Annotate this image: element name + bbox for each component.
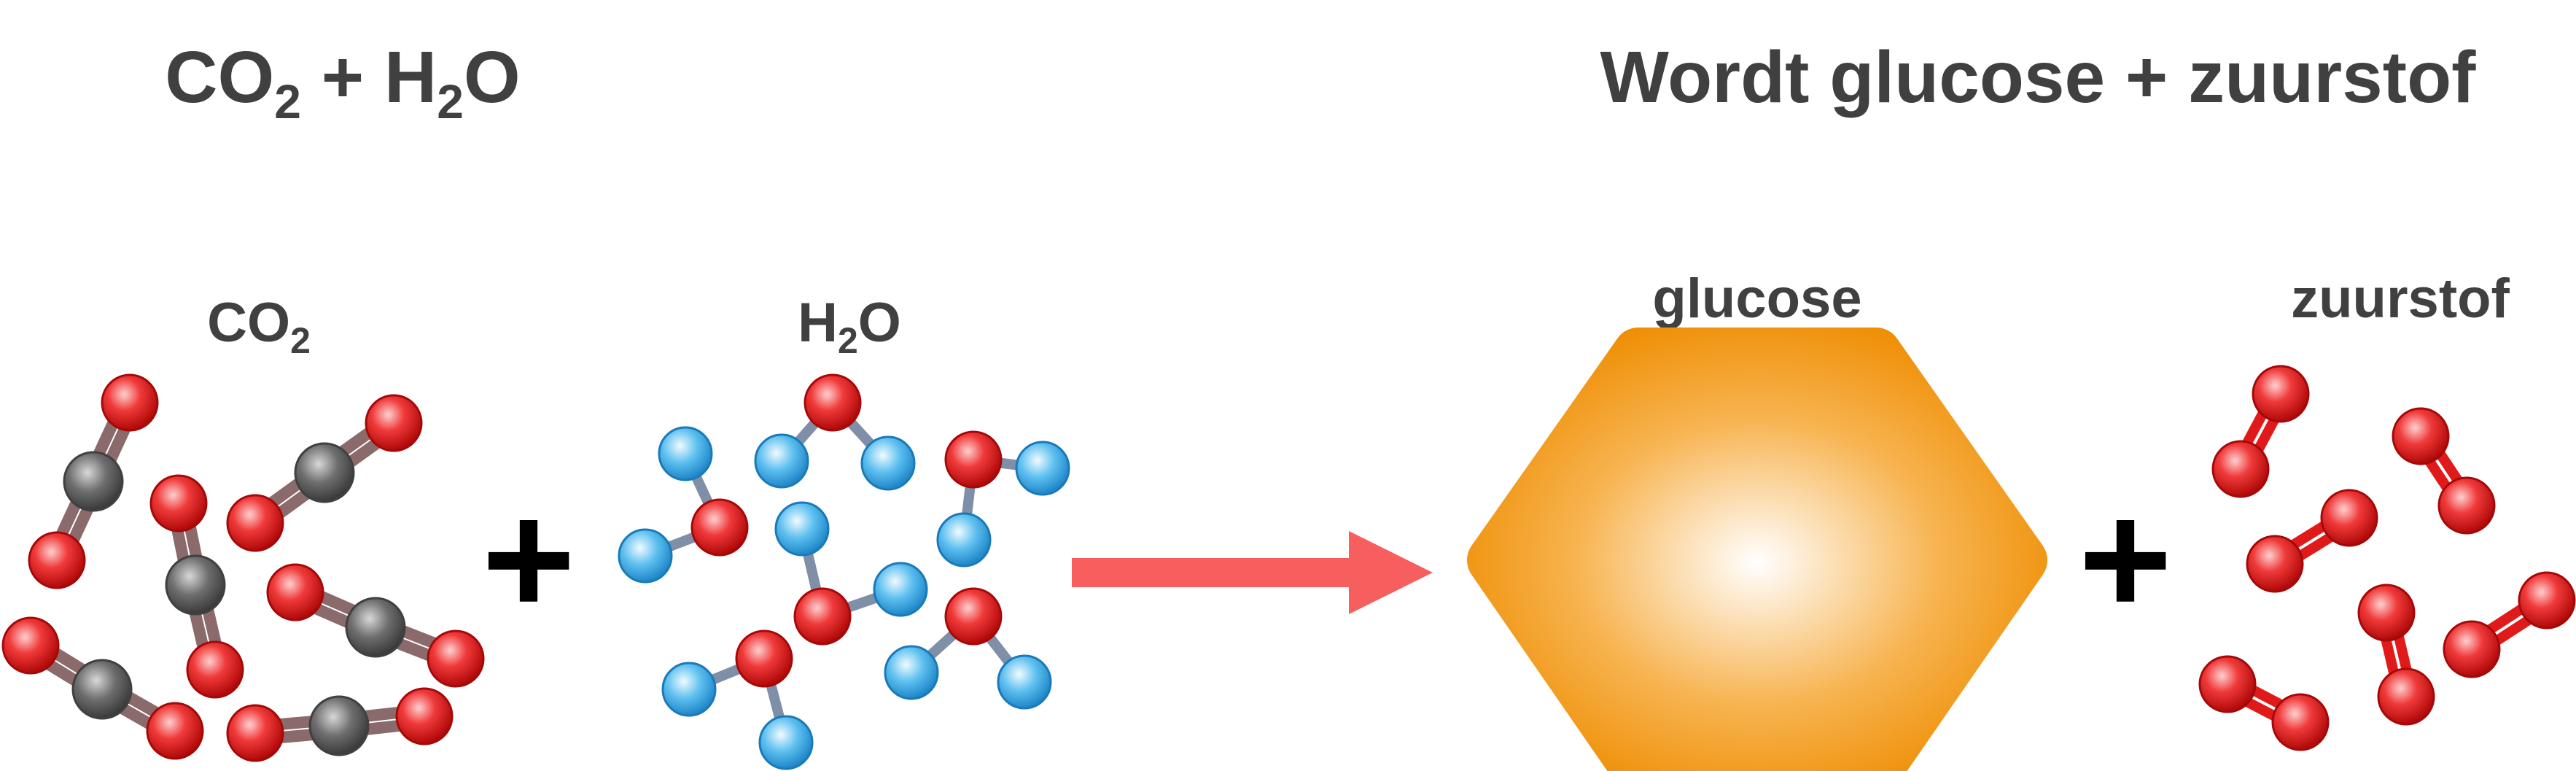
hydrogen-atom [936, 512, 992, 567]
co2-molecules [1, 373, 485, 762]
hydrogen-atom [873, 562, 928, 617]
carbon-atom [63, 451, 124, 512]
o2-molecule [2211, 365, 2310, 498]
hydrogen-atom [758, 715, 814, 770]
h2o-molecule [936, 430, 1070, 567]
hydrogen-atom [997, 654, 1052, 710]
hydrogen-atom [618, 528, 673, 584]
hydrogen-atom [774, 501, 830, 557]
oxygen-atom [226, 494, 284, 552]
oxygen-atom [1, 616, 60, 675]
carbon-atom [308, 695, 370, 756]
hydrogen-atom [1015, 441, 1070, 496]
carbon-atom [71, 659, 133, 720]
hydrogen-atom [754, 433, 809, 489]
oxygen-atom [2246, 535, 2304, 593]
products-heading: Wordt glucose + zuurstof [1600, 36, 2477, 118]
co2-molecule [1, 616, 204, 760]
h2o-molecule [774, 501, 928, 646]
oxygen-atom [944, 587, 1003, 646]
h2o-label: H2O [798, 292, 901, 361]
o2-molecule [2357, 584, 2435, 726]
oxygen-atom [735, 629, 793, 688]
oxygen-atom [149, 474, 208, 532]
hydrogen-atom [884, 645, 939, 700]
h2o-molecule [618, 426, 749, 584]
oxygen-atom [2198, 655, 2257, 713]
oxygen-atom [146, 702, 204, 760]
oxygen-atom [2392, 407, 2450, 465]
oxygen-atom [2518, 571, 2576, 629]
oxygen-atom [2252, 365, 2310, 423]
oxygen-atom [2377, 667, 2435, 726]
o2-molecule [2443, 571, 2576, 678]
oxygen-atom [186, 640, 244, 699]
oxygen-atom [101, 373, 159, 432]
oxygen-atom [944, 430, 1003, 489]
co2-molecule [226, 687, 454, 762]
co2-molecule [149, 474, 244, 699]
o2-molecules [2198, 365, 2576, 751]
oxygen-atom [2211, 440, 2270, 498]
hydrogen-atom [661, 662, 717, 717]
oxygen-atom [803, 373, 862, 432]
carbon-atom [165, 554, 226, 616]
oxygen-atom [365, 394, 423, 452]
carbon-atom [345, 597, 406, 658]
carbon-atom [294, 442, 355, 503]
glucose-molecule [1467, 328, 2047, 771]
reactants-heading: CO2 + H2O [165, 36, 520, 128]
oxygen-atom [2443, 620, 2501, 678]
oxygen-atom [427, 629, 485, 688]
oxygen-atom [266, 563, 324, 621]
h2o-molecules [618, 373, 1070, 770]
co2-molecule [226, 394, 423, 552]
hydrogen-atom [658, 426, 713, 481]
h2o-molecule [884, 587, 1052, 710]
o2-molecule [2392, 407, 2496, 535]
oxygen-atom [2357, 584, 2416, 642]
h2o-molecule [661, 629, 814, 770]
co2-molecule [266, 563, 485, 688]
oxygen-atom [793, 587, 852, 646]
oxygen-atom [395, 687, 454, 745]
oxygen-atom [2271, 693, 2330, 751]
plus-sign-products: + [2079, 469, 2172, 648]
o2-molecule [2246, 489, 2378, 593]
o2-molecule [2198, 655, 2330, 751]
co2-molecule [28, 373, 159, 589]
oxygen-atom [28, 531, 86, 589]
reaction-arrow [1072, 531, 1433, 614]
hydrogen-atom [860, 435, 916, 491]
glucose-label: glucose [1652, 268, 1861, 330]
oxygen-atom [2320, 489, 2378, 547]
oxygen-atom [226, 704, 284, 762]
plus-sign-reactants: + [482, 469, 575, 648]
oxygen-atom [2437, 476, 2496, 535]
oxygen-label: zuurstof [2291, 268, 2510, 330]
oxygen-atom [690, 498, 749, 557]
h2o-molecule [754, 373, 916, 491]
co2-label: CO2 [207, 292, 311, 361]
